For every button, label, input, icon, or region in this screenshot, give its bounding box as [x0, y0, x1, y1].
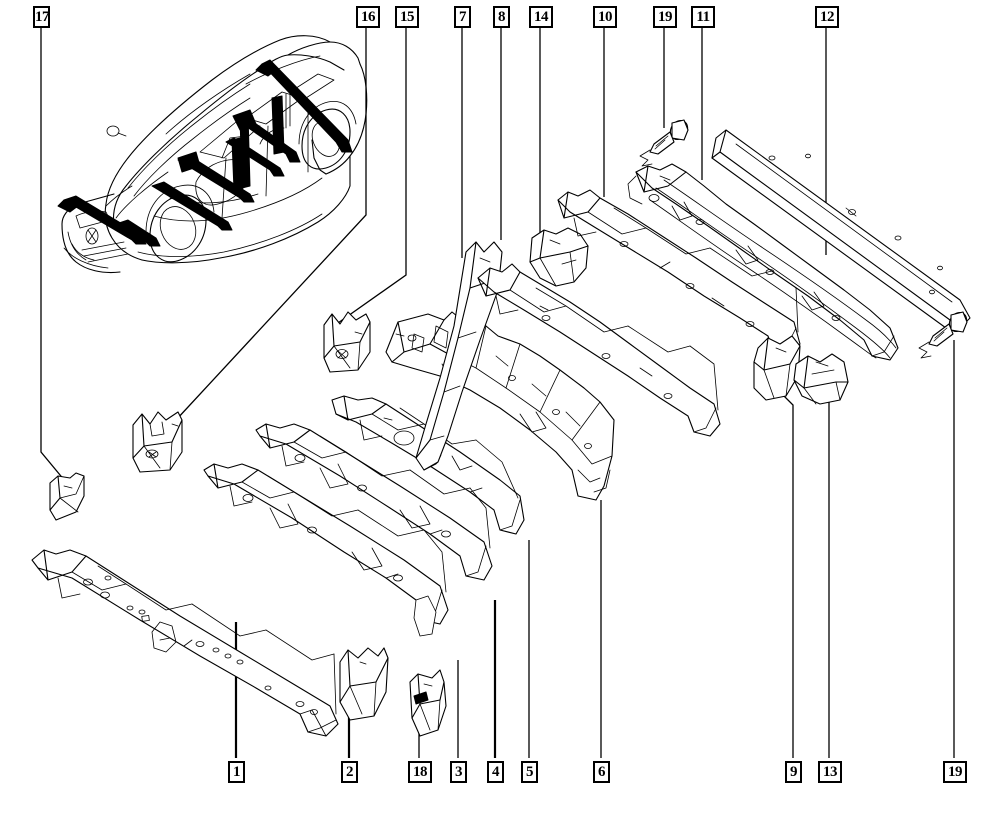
callout-9[interactable]: 9 — [785, 761, 802, 783]
callout-3[interactable]: 3 — [450, 761, 467, 783]
part-19-fixing-bolt-top — [639, 119, 689, 167]
callout-19-bottom[interactable]: 19 — [943, 761, 967, 783]
part-4-centre-floor-cross-member — [255, 423, 493, 581]
part-11-rear-floor-side-member — [627, 163, 899, 361]
part-19-fixing-bolt-bottom — [918, 311, 968, 359]
part-18-rear-floor-corner-bracket — [409, 669, 447, 737]
part-13-rear-floor-support-bracket — [793, 353, 849, 405]
callout-16[interactable]: 16 — [356, 6, 380, 28]
callout-13[interactable]: 13 — [818, 761, 842, 783]
callout-6[interactable]: 6 — [593, 761, 610, 783]
callout-10[interactable]: 10 — [593, 6, 617, 28]
part-9-rear-cross-member-bracket — [753, 335, 801, 401]
callout-2[interactable]: 2 — [341, 761, 358, 783]
callout-11[interactable]: 11 — [691, 6, 715, 28]
callout-12[interactable]: 12 — [815, 6, 839, 28]
part-14-sill-closing-bracket — [529, 227, 589, 287]
vehicle-illustration — [57, 35, 368, 274]
part-1-front-floor-cross-member-lower — [31, 549, 339, 737]
part-7-sill-reinforcement-left — [415, 241, 503, 471]
part-15-front-side-member-front-bracket — [323, 311, 371, 373]
callout-1[interactable]: 1 — [228, 761, 245, 783]
part-8-sill-panel-inner — [477, 263, 721, 437]
part-2-front-floor-cross-member-bracket-right — [339, 647, 389, 721]
part-10-longitudinal-side-member — [557, 189, 801, 357]
callout-14[interactable]: 14 — [529, 6, 553, 28]
callout-8[interactable]: 8 — [493, 6, 510, 28]
callout-4[interactable]: 4 — [487, 761, 504, 783]
callout-18[interactable]: 18 — [408, 761, 432, 783]
part-3-seat-rail-cross-member-rear — [203, 463, 449, 637]
part-17-front-cross-member-end-bracket — [49, 472, 85, 521]
callout-17[interactable]: 17 — [33, 6, 50, 28]
part-16-front-side-member-mounting-bracket — [132, 411, 183, 473]
highlighted-members — [57, 59, 353, 247]
leader-15 — [337, 28, 407, 324]
callout-5[interactable]: 5 — [521, 761, 538, 783]
leader-9 — [759, 371, 794, 758]
callout-15[interactable]: 15 — [395, 6, 419, 28]
leader-17 — [40, 28, 71, 488]
callout-19-top[interactable]: 19 — [653, 6, 677, 28]
callout-7[interactable]: 7 — [454, 6, 471, 28]
